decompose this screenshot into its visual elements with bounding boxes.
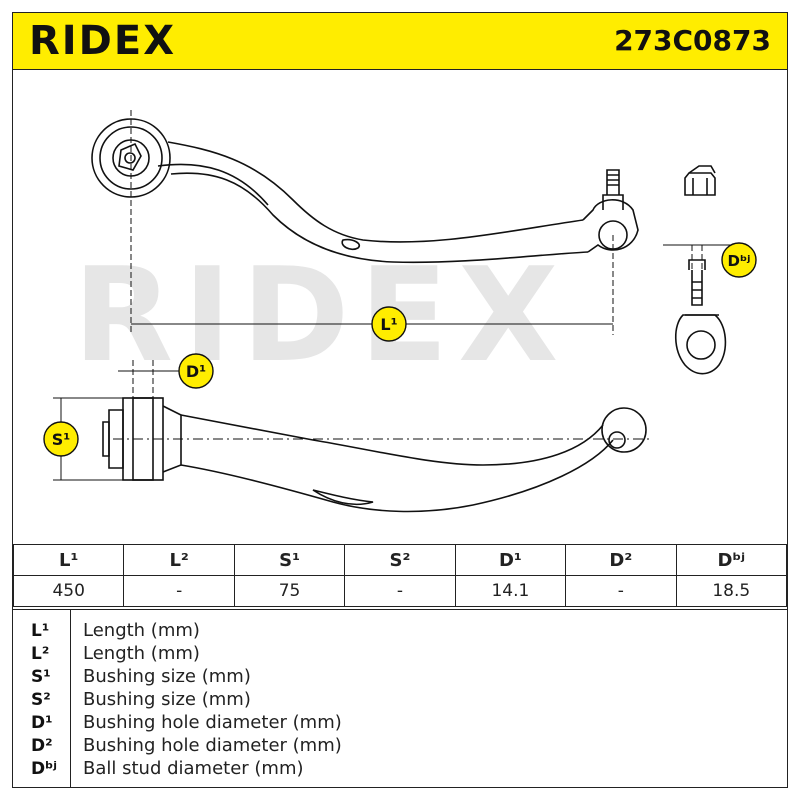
spec-value-D1: 14.1 bbox=[454, 575, 567, 607]
technical-drawing: RIDEX bbox=[43, 110, 757, 513]
spec-header-Dbj: Dᵇʲ bbox=[675, 544, 788, 576]
spec-header-row: L¹ L² S¹ S² D¹ D² Dᵇʲ bbox=[12, 544, 788, 576]
spec-header-D1: D¹ bbox=[454, 544, 567, 576]
spec-value-L1: 450 bbox=[12, 575, 125, 607]
legend-text: Bushing hole diameter (mm) bbox=[83, 712, 342, 733]
legend-row: L¹ Length (mm) bbox=[13, 620, 787, 642]
header-bar: RIDEX 273C0873 bbox=[13, 13, 787, 70]
legend-symbol: L¹ bbox=[31, 621, 50, 641]
product-sheet: RIDEX 273C0873 RIDEX bbox=[12, 12, 788, 788]
label-Dbj-text: Dᵇʲ bbox=[728, 252, 751, 270]
legend-row: Dᵇʲ Ball stud diameter (mm) bbox=[13, 758, 787, 780]
watermark: RIDEX bbox=[73, 239, 568, 391]
spec-header-S2: S² bbox=[344, 544, 456, 576]
bottom-view-arm bbox=[102, 397, 647, 513]
legend-symbol: L² bbox=[31, 644, 50, 664]
label-L1-text: L¹ bbox=[380, 315, 397, 334]
label-S1: S¹ bbox=[43, 421, 79, 457]
spec-header-L2: L² bbox=[123, 544, 235, 576]
legend-text: Bushing size (mm) bbox=[83, 689, 251, 710]
label-S1-text: S¹ bbox=[52, 430, 71, 449]
legend-symbol: S² bbox=[31, 690, 51, 710]
legend-row: S¹ Bushing size (mm) bbox=[13, 666, 787, 688]
label-D1: D¹ bbox=[178, 353, 214, 389]
spec-header-L1: L¹ bbox=[12, 544, 125, 576]
legend-text: Bushing hole diameter (mm) bbox=[83, 735, 342, 756]
label-L1: L¹ bbox=[371, 306, 407, 342]
ball-stud-detail bbox=[674, 259, 727, 375]
spec-header-S1: S¹ bbox=[233, 544, 346, 576]
legend-row: L² Length (mm) bbox=[13, 643, 787, 665]
spec-value-S2: - bbox=[344, 575, 456, 607]
label-D1-text: D¹ bbox=[186, 362, 206, 381]
spec-value-row: 450 - 75 - 14.1 - 18.5 bbox=[12, 575, 788, 607]
legend-text: Bushing size (mm) bbox=[83, 666, 251, 687]
part-number: 273C0873 bbox=[614, 24, 771, 57]
spec-header-D2: D² bbox=[565, 544, 677, 576]
spec-value-S1: 75 bbox=[233, 575, 346, 607]
spec-value-Dbj: 18.5 bbox=[675, 575, 788, 607]
legend-symbol: S¹ bbox=[31, 667, 51, 687]
legend-text: Length (mm) bbox=[83, 643, 200, 664]
legend-text: Length (mm) bbox=[83, 620, 200, 641]
legend-symbol: Dᵇʲ bbox=[31, 759, 57, 779]
brand-logo: RIDEX bbox=[29, 18, 177, 64]
legend-row: S² Bushing size (mm) bbox=[13, 689, 787, 711]
spec-value-L2: - bbox=[123, 575, 235, 607]
legend-row: D² Bushing hole diameter (mm) bbox=[13, 735, 787, 757]
spec-table: L¹ L² S¹ S² D¹ D² Dᵇʲ 450 - 75 - 14.1 - … bbox=[12, 544, 788, 607]
legend-symbol: D² bbox=[31, 736, 53, 756]
legend-text: Ball stud diameter (mm) bbox=[83, 758, 304, 779]
spec-value-D2: - bbox=[565, 575, 677, 607]
label-Dbj: Dᵇʲ bbox=[721, 242, 757, 278]
legend-divider bbox=[70, 610, 71, 788]
legend-symbol: D¹ bbox=[31, 713, 53, 733]
legend: L¹ Length (mm) L² Length (mm) S¹ Bushing… bbox=[13, 609, 787, 788]
legend-row: D¹ Bushing hole diameter (mm) bbox=[13, 712, 787, 734]
nut-icon bbox=[684, 165, 716, 196]
